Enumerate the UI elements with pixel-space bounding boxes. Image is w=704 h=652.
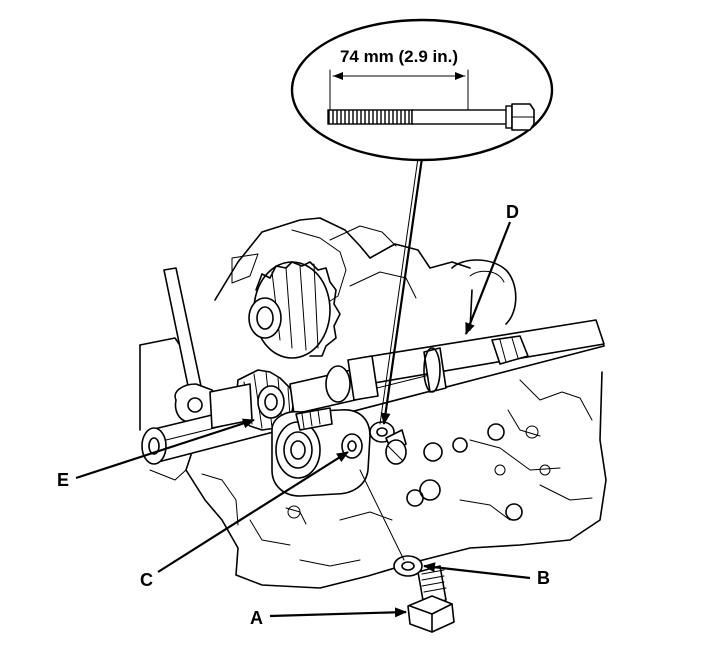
gear-shaft	[289, 355, 379, 415]
label-e: E	[57, 470, 69, 490]
bolt-thread-icon	[327, 109, 413, 125]
leader-lines	[75, 157, 531, 618]
label-b: B	[537, 568, 550, 588]
bolt-shank-icon	[411, 109, 509, 125]
label-a: A	[250, 608, 263, 628]
label-d: D	[506, 202, 519, 222]
wrench-handle	[163, 267, 218, 423]
washer-b	[393, 555, 423, 577]
gear-e	[209, 369, 295, 431]
upper-shaft-d	[359, 319, 605, 393]
timing-sprocket	[248, 261, 341, 359]
housing-plate-c	[271, 409, 371, 525]
bolt-a	[407, 565, 455, 633]
bolt-length-dimension: 74 mm (2.9 in.)	[340, 47, 458, 66]
label-c: C	[140, 570, 153, 590]
bolt-length-callout: 74 mm (2.9 in.)	[290, 18, 554, 162]
center-bolt	[295, 407, 407, 465]
